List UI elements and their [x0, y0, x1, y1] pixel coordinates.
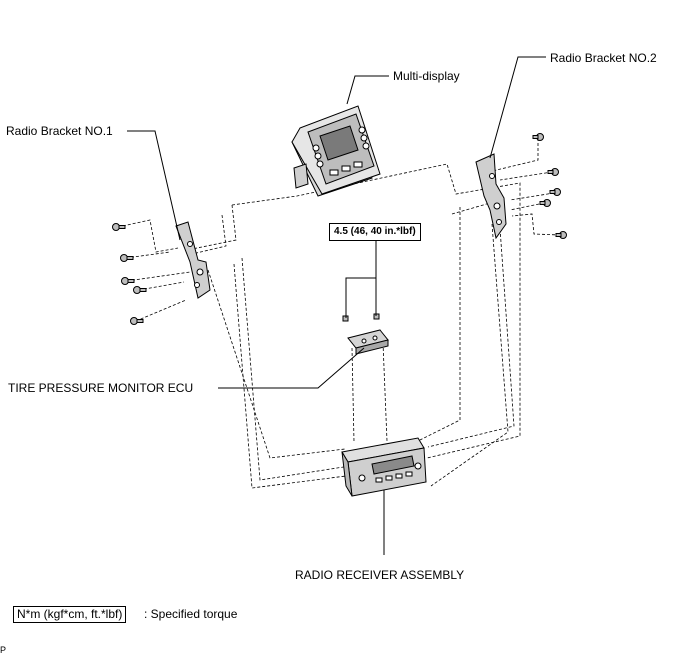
bolt-icon [112, 223, 126, 231]
radio-bracket-no1 [175, 221, 211, 299]
radio-bracket-no2 [475, 153, 507, 240]
tire-pressure-monitor-ecu [347, 329, 389, 355]
multi-display-unit [291, 105, 381, 197]
multi-display-label: Multi-display [393, 69, 460, 83]
radio-bracket-no1-label: Radio Bracket NO.1 [6, 124, 113, 138]
bolt-icon [547, 168, 559, 176]
torque-spec-box: 4.5 (46, 40 in.*lbf) [329, 223, 421, 241]
bolt-icon [539, 199, 551, 207]
bolt-icon [121, 277, 135, 285]
legend-description: : Specified torque [144, 607, 238, 621]
bolt-icon [555, 231, 567, 239]
bolts-left [112, 223, 147, 325]
bolt-icon [133, 286, 147, 294]
radio-receiver-assembly [341, 437, 427, 497]
label-leader-lines [127, 56, 546, 555]
bolt-icon [549, 188, 561, 196]
legend-torque-units-box: N*m (kgf*cm, ft.*lbf) [13, 606, 127, 623]
bolt-icon [130, 317, 144, 325]
ecu-screws [342, 313, 380, 322]
bolts-right [532, 133, 567, 239]
radio-bracket-no2-label: Radio Bracket NO.2 [550, 51, 657, 65]
footer-mark: P [0, 645, 7, 655]
tire-pressure-monitor-ecu-label: TIRE PRESSURE MONITOR ECU [8, 381, 194, 395]
dashed-alignment-lines [117, 138, 561, 489]
bolt-icon [532, 133, 544, 141]
bolt-icon [120, 254, 134, 262]
radio-receiver-assembly-label: RADIO RECEIVER ASSEMBLY [295, 568, 465, 582]
